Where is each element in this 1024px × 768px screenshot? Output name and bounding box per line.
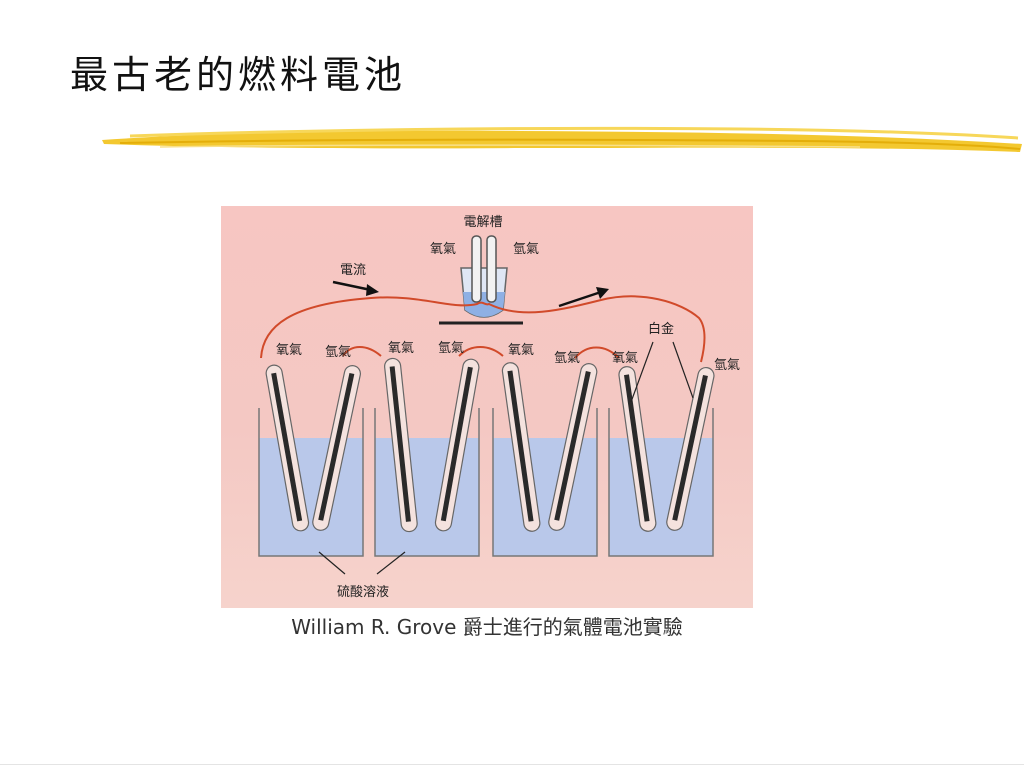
platinum-pointer-left [630, 341, 654, 403]
current-arrow-left [332, 280, 372, 292]
interconnect-wire-2 [458, 346, 504, 357]
oxygen-collection-tube [471, 235, 482, 303]
electrolyzer-hydrogen-label: 氫氣 [513, 242, 539, 257]
current-arrow-right [558, 290, 602, 308]
cell-1-hydrogen-label: 氫氣 [325, 345, 351, 360]
highlight-brush-stroke [102, 126, 1022, 152]
electrolyzer-oxygen-label: 氧氣 [430, 242, 456, 257]
interconnect-wire-3 [574, 346, 620, 359]
acid-pointer-left [318, 551, 346, 575]
interconnect-wire-1 [342, 346, 382, 357]
cell-3-hydrogen-label: 氫氣 [554, 351, 580, 366]
slide-title: 最古老的燃料電池 [70, 53, 407, 97]
slide-bottom-divider [0, 764, 1024, 765]
cell-2-oxygen-label: 氧氣 [388, 341, 414, 356]
cell-4-oxygen-label: 氧氣 [612, 351, 638, 366]
cell-4-hydrogen-label: 氫氣 [714, 358, 740, 373]
cell-2-hydrogen-label: 氫氣 [438, 341, 464, 356]
cell-1 [258, 364, 364, 557]
cell-3-oxygen-label: 氧氣 [508, 343, 534, 358]
cell-2 [374, 357, 480, 557]
cell-3 [492, 362, 598, 557]
figure-caption: William R. Grove 爵士進行的氣體電池實驗 [221, 612, 753, 642]
platinum-label: 白金 [648, 321, 674, 337]
acid-solution-label: 硫酸溶液 [337, 585, 389, 600]
external-wire [260, 295, 706, 363]
electrolyzer-label: 電解槽 [463, 215, 502, 230]
current-label: 電流 [340, 263, 366, 278]
cell-4 [608, 366, 715, 557]
hydrogen-collection-tube [486, 235, 497, 303]
current-arrowhead-right [596, 287, 609, 299]
acid-pointer-right [376, 551, 406, 575]
platinum-pointer-right [672, 341, 694, 399]
cell-1-oxygen-label: 氧氣 [276, 343, 302, 358]
grove-gas-battery-figure: 電解槽 氧氣 氫氣 電流 白金 氧氣 氫氣 氧氣 氫氣 氧氣 氫氣 氧氣 氫氣 … [221, 206, 753, 608]
current-arrowhead-left [366, 284, 379, 296]
